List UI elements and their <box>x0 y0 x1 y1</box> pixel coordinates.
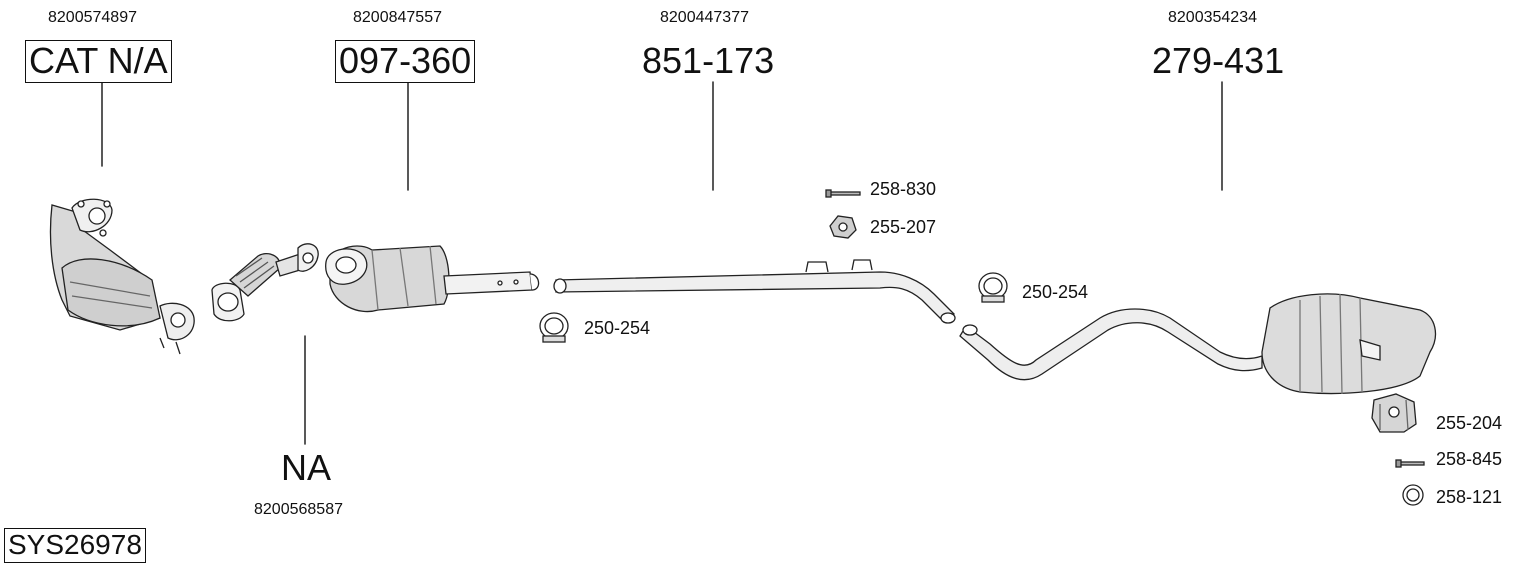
rear-silencer-drawing <box>959 293 1437 395</box>
flex-pipe-drawing <box>211 243 319 322</box>
accessory-code-ring-gasket[interactable]: 258-121 <box>1436 487 1503 507</box>
oem-number-mid-pipe: 8200447377 <box>660 9 749 26</box>
particulate-filter-drawing <box>325 245 540 313</box>
rubber-mount-icon <box>829 215 857 239</box>
accessory-code-mounting-bracket[interactable]: 255-204 <box>1436 413 1503 433</box>
accessory-code-clamp[interactable]: 250-254 <box>584 318 651 338</box>
accessory-code-clamp[interactable]: 250-254 <box>1022 282 1089 302</box>
part-code-rear-silencer[interactable]: 279-431 <box>1152 40 1285 81</box>
oem-number-cat: 8200574897 <box>48 9 137 26</box>
oem-number-dpf: 8200847557 <box>353 9 442 26</box>
part-code-dpf[interactable]: 097-360 <box>335 40 476 83</box>
mounting-bracket-icon <box>1371 393 1417 433</box>
oem-number-flex-pipe: 8200568587 <box>254 501 343 518</box>
clamp-icon <box>539 312 569 343</box>
bolt-icon <box>1395 459 1425 468</box>
accessory-code-rubber-mount[interactable]: 255-207 <box>870 217 937 237</box>
part-code-mid-pipe[interactable]: 851-173 <box>642 40 775 81</box>
clamp-icon <box>978 272 1008 303</box>
part-code-flex-pipe[interactable]: NA <box>281 447 332 488</box>
middle-pipe-drawing <box>553 259 956 324</box>
accessory-code-bolt[interactable]: 258-845 <box>1436 449 1503 469</box>
catalytic-converter-drawing <box>49 198 195 355</box>
system-code: SYS26978 <box>4 528 146 563</box>
part-code-cat[interactable]: CAT N/A <box>25 40 172 83</box>
bolt-icon <box>825 189 861 198</box>
oem-number-rear-silencer: 8200354234 <box>1168 9 1257 26</box>
ring-gasket-icon <box>1402 484 1424 506</box>
accessory-code-bolt[interactable]: 258-830 <box>870 179 937 199</box>
